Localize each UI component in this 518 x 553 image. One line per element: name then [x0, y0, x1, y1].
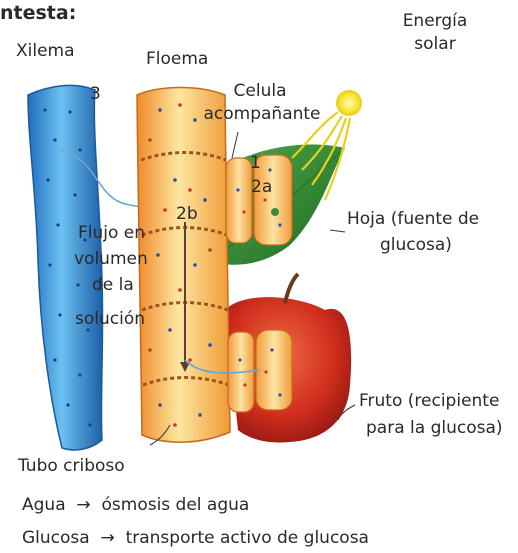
label-floema: Floema: [146, 48, 208, 70]
page-title: ntesta:: [0, 2, 76, 24]
label-xilema: Xilema: [16, 40, 75, 62]
label-celula-line2: acompañante: [192, 103, 332, 125]
legend-glucosa-desc: transporte activo de glucosa: [126, 528, 369, 548]
label-fruto-line1: Fruto (recipiente: [359, 390, 499, 412]
sieve-tube: [137, 88, 230, 443]
label-celula-line1: Celula: [210, 80, 310, 102]
companion-cell-lower: [228, 330, 292, 412]
arrow-right-icon: →: [71, 495, 96, 515]
label-energia-line1: Energía: [390, 10, 480, 32]
leader-hoja: [330, 230, 345, 232]
legend-glucosa: Glucosa → transporte activo de glucosa: [22, 527, 369, 549]
arrow-right-icon: →: [95, 528, 120, 548]
legend-agua: Agua → ósmosis del agua: [22, 494, 249, 516]
label-hoja-line1: Hoja (fuente de: [347, 208, 479, 230]
label-num-2b: 2b: [176, 203, 198, 225]
label-num-3: 3: [90, 83, 101, 105]
legend-agua-desc: ósmosis del agua: [102, 495, 250, 515]
label-flujo-line3: de la: [92, 274, 134, 296]
label-hoja-line2: glucosa): [380, 234, 452, 256]
label-num-1: 1: [250, 152, 261, 174]
label-num-2a: 2a: [251, 176, 272, 198]
label-flujo-line1: Flujo en: [78, 222, 145, 244]
label-tubo-criboso: Tubo criboso: [18, 455, 125, 477]
label-flujo-line2: volumen: [74, 248, 148, 270]
leader-celula: [232, 132, 238, 158]
label-fruto-line2: para la glucosa): [366, 417, 503, 439]
legend-glucosa-term: Glucosa: [22, 528, 90, 548]
label-flujo-line4: solución: [75, 308, 145, 330]
label-energia-line2: solar: [390, 33, 480, 55]
legend-agua-term: Agua: [22, 495, 66, 515]
